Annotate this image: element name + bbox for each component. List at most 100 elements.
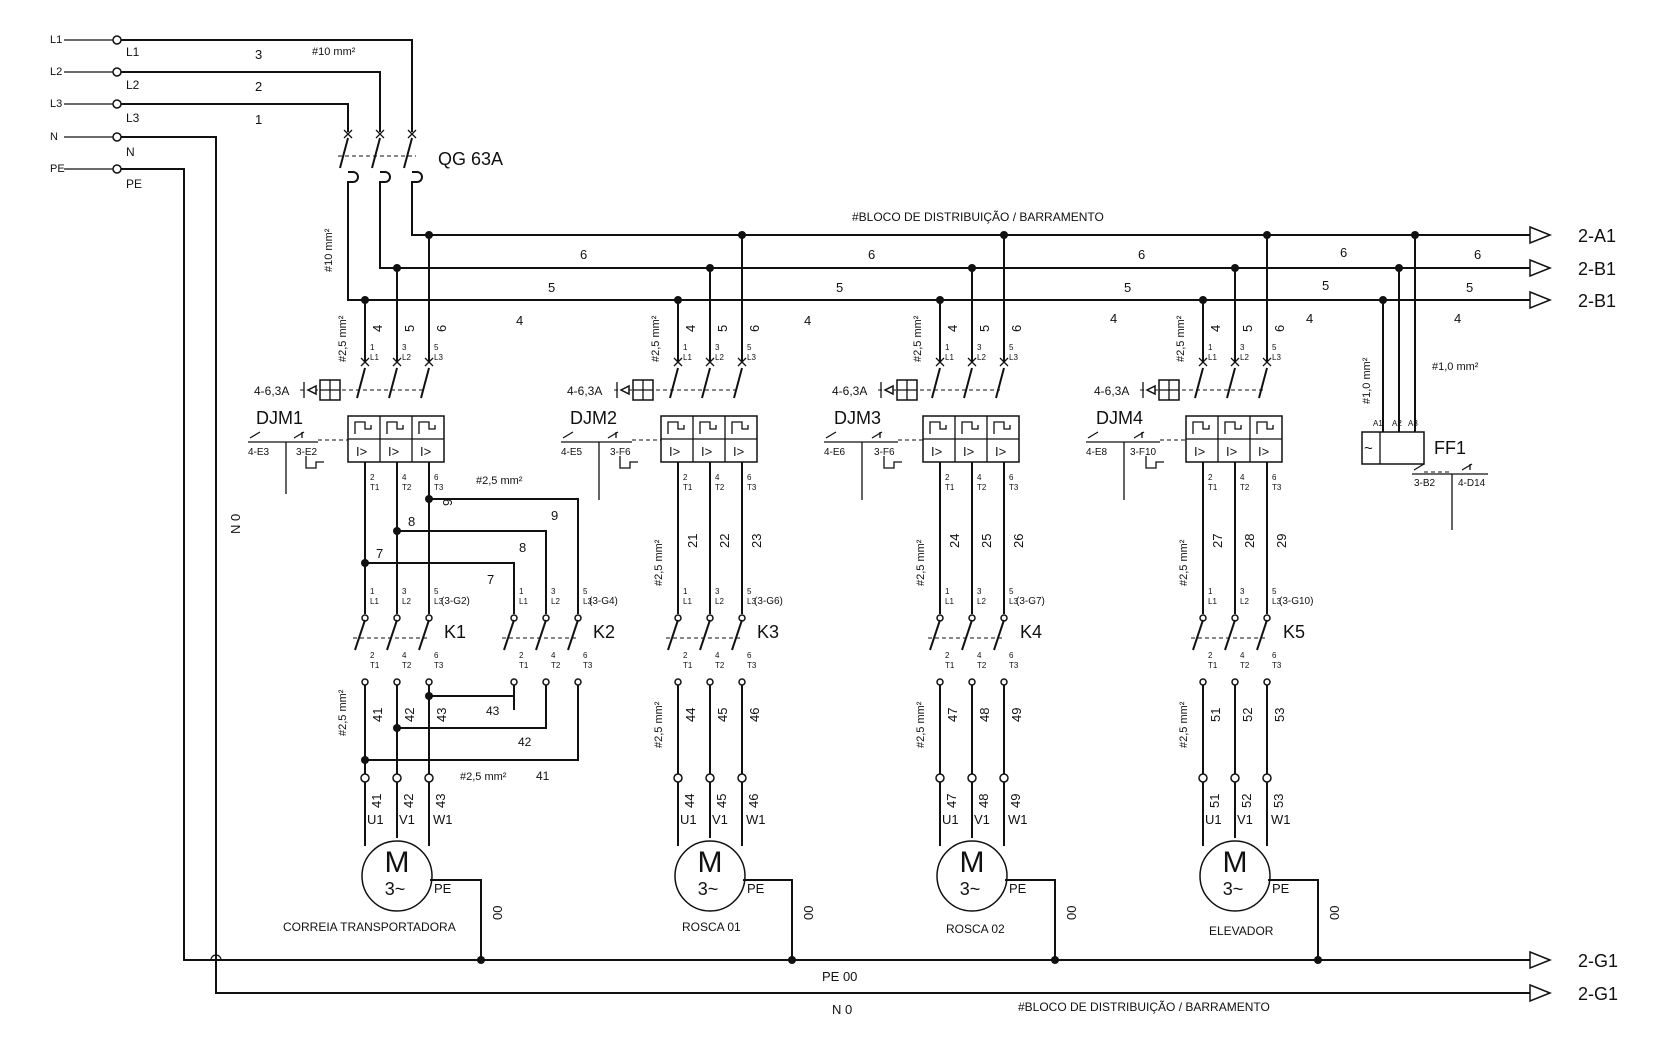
motor-4-m: M [1223,846,1248,879]
bottom-rails: 2-G1 2-G1 PE 00 N 0 #BLOCO DE DISTRIBUIÇ… [822,950,1618,1017]
mid-wire-29: 29 [1274,534,1289,548]
mid-wire-25: 25 [979,534,994,548]
svg-text:I>: I> [1258,444,1269,459]
out-wire-51: 51 [1208,708,1223,722]
svg-text:1: 1 [1208,343,1213,352]
branch-1-wire-size: #2,5 mm² [337,315,349,362]
svg-text:6: 6 [1272,651,1277,660]
motor-4-phase: 3~ [1223,879,1244,899]
svg-text:6: 6 [1009,473,1014,482]
svg-text:4: 4 [402,651,407,660]
djm4-ref-b: 3-F10 [1130,447,1157,458]
motor-4-wire-53: 53 [1271,794,1286,808]
motor-4-pe-wire: 00 [1327,906,1342,920]
neutral-vertical-label: N 0 [228,514,243,534]
djm4-ref-a: 4-E8 [1086,447,1108,458]
svg-text:L3: L3 [747,597,756,606]
motor-4: 51 52 53 U1 V1 W1 M 3~ PE 00 ELEVADOR [1198,773,1342,964]
djm1-label: DJM1 [256,408,303,428]
svg-text:T3: T3 [747,661,757,670]
svg-text:L1: L1 [683,597,692,606]
svg-text:I>: I> [963,444,974,459]
motor-2-wire-45: 45 [714,794,729,808]
svg-text:4: 4 [715,473,720,482]
djm2-ref-b: 3-F6 [610,447,631,458]
main-breaker: QG 63A #10 mm² [323,129,1530,301]
svg-text:1: 1 [945,587,950,596]
cross-wire-7b: 7 [487,572,494,587]
svg-text:5: 5 [1009,343,1014,352]
motor-1: 41 42 43 U1 V1 W1 M 3~ PE 00 CORREIA TRA… [283,773,505,964]
svg-text:3: 3 [402,587,407,596]
svg-text:T2: T2 [1240,483,1250,492]
bus-wire-4: 4 [1110,311,1117,326]
svg-text:1: 1 [683,587,688,596]
svg-text:6: 6 [583,651,588,660]
motor-4-pe: PE [1272,881,1290,896]
bus-wire-5: 5 [836,280,843,295]
out-wire-41: 41 [370,708,385,722]
pole-label: L3 [434,353,443,362]
k1-ref: (3-G2) [441,596,470,607]
motor-3-phase: 3~ [960,879,981,899]
svg-text:L2: L2 [1240,353,1249,362]
svg-text:1: 1 [370,587,375,596]
bus-wire-6: 6 [1138,247,1145,262]
mid-wire-27: 27 [1210,534,1225,548]
k5-label: K5 [1283,622,1305,642]
svg-text:3: 3 [551,587,556,596]
svg-text:L1: L1 [1208,353,1217,362]
supply-cable-size: #10 mm² [312,46,356,58]
motor-2-wire-46: 46 [746,794,761,808]
svg-text:L3: L3 [1272,597,1281,606]
svg-text:T1: T1 [1208,483,1218,492]
pole-label: T2 [402,483,412,492]
motor-4-u1: U1 [1205,812,1222,827]
branch-1-wire-size-bottom: #2,5 mm² [460,771,507,783]
motor-3-pe-wire: 00 [1064,906,1079,920]
main-breaker-label: QG 63A [438,149,503,169]
branch-3-wire-size: #2,5 mm² [912,315,924,362]
svg-text:I>: I> [701,444,712,459]
svg-text:2: 2 [519,651,524,660]
djm1-ref-b: 3-E2 [296,447,318,458]
busbar-title: #BLOCO DE DISTRIBUIÇÃO / BARRAMENTO [852,210,1104,224]
motor-2-wire-44: 44 [682,794,697,808]
svg-text:L2: L2 [977,353,986,362]
djm2-ref-a: 4-E5 [561,447,583,458]
conductor-n: N [126,145,135,159]
svg-text:I>: I> [995,444,1006,459]
pole-num: 6 [434,473,439,482]
main-breaker-cable-size: #10 mm² [323,228,335,272]
busbar-arrow-b1-lower [1529,290,1553,310]
branch-2-in-wire-6: 6 [747,325,762,332]
fuse-a2: A2 [1392,419,1402,428]
pole-label: T1 [370,483,380,492]
svg-text:2: 2 [370,651,375,660]
terminal-pe: PE [50,163,65,175]
terminal-l1-ring [112,35,122,45]
branch-1-wire-size-top: #2,5 mm² [476,475,523,487]
svg-text:2: 2 [945,473,950,482]
conductor-pe: PE [126,177,142,191]
fuse-a3: A3 [1408,419,1418,428]
out-wire-42: 42 [402,708,417,722]
wire-number-2: 2 [255,79,262,94]
terminal-l3-ring [112,99,122,109]
terminal-pe-ring [112,164,122,174]
svg-text:L3: L3 [1272,353,1281,362]
svg-text:T3: T3 [747,483,757,492]
svg-text:L2: L2 [1240,597,1249,606]
busbar-ref-a1: 2-A1 [1578,226,1616,246]
fuse-a1: A1 [1373,419,1383,428]
motor-4-wire-51: 51 [1207,794,1222,808]
svg-text:I>: I> [1194,444,1205,459]
motor-1-wire-42: 42 [401,794,416,808]
k2-ref: (3-G4) [589,596,618,607]
svg-text:L2: L2 [402,597,411,606]
motor-1-u1: U1 [367,812,384,827]
svg-text:T3: T3 [1009,483,1019,492]
djm1-range: 4-6,3A [254,384,289,398]
motor-2-phase: 3~ [698,879,719,899]
pole-num: 1 [370,343,375,352]
